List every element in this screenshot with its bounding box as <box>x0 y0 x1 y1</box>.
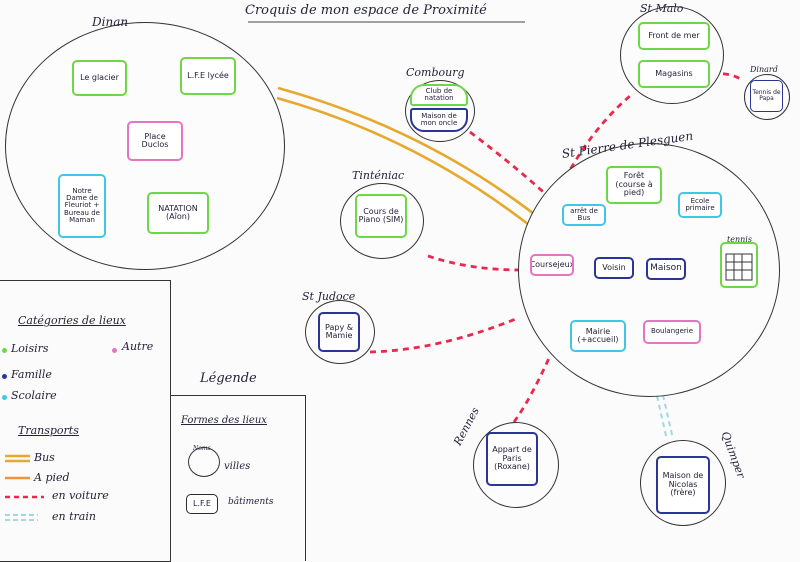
autre-dot <box>112 348 117 353</box>
place-duclos-box[interactable]: Place Duclos <box>127 121 183 161</box>
glacier-box[interactable]: Le glacier <box>72 60 127 96</box>
city-label-st-malo: St Malo <box>640 2 684 15</box>
mairie-box[interactable]: Mairie (+accueil) <box>570 320 626 352</box>
lfe-box[interactable]: L.F.E lycée <box>180 57 236 95</box>
legend-title: Légende <box>200 371 257 386</box>
legend-cat-loisirs: Loisirs <box>11 342 49 355</box>
maison-box[interactable]: Maison <box>646 258 686 280</box>
city-label-tinteniac: Tinténiac <box>352 169 405 182</box>
legend-transport-bus: Bus <box>34 451 55 464</box>
legend-categories-title: Catégories de lieux <box>18 314 126 327</box>
front-de-mer-box[interactable]: Front de mer <box>638 22 710 50</box>
appart-box[interactable]: Appart de Paris (Roxane) <box>486 432 538 486</box>
city-label-st-judoce: St Judoce <box>302 290 356 303</box>
legend-transport-pied: A pied <box>34 471 70 484</box>
city-label-combourg: Combourg <box>406 66 465 79</box>
arret-bus-box[interactable]: arrêt de Bus <box>562 204 606 226</box>
train-link <box>656 394 674 441</box>
legend-cat-famille: Famille <box>11 368 52 381</box>
magasins-box[interactable]: Magasins <box>638 60 710 88</box>
legend-transport-train: en train <box>52 510 96 523</box>
city-circle-st-malo <box>620 6 724 104</box>
piano-box[interactable]: Cours de Piano (SIM) <box>355 194 407 238</box>
legend-forme-symbol-ville: Noms <box>193 445 211 452</box>
bus-route-line <box>276 96 539 234</box>
legend-forme-batiments: bâtiments <box>228 497 274 507</box>
club-natation-box[interactable]: Club de natation <box>410 84 468 106</box>
maison-oncle-box[interactable]: Maison de mon oncle <box>410 108 468 132</box>
loisirs-dot <box>2 348 7 353</box>
maison-nicolas-box[interactable]: Maison de Nicolas (frère) <box>656 456 710 514</box>
court-grid-icon <box>725 253 753 281</box>
papy-mamie-box[interactable]: Papy & Mamie <box>318 312 360 352</box>
legend-transports-title: Transports <box>18 424 79 437</box>
city-label-dinard: Dinard <box>750 65 778 74</box>
foret-box[interactable]: Forêt (course à pied) <box>606 166 662 204</box>
legend-building-box: L.F.E <box>186 494 218 514</box>
city-label-dinan: Dinan <box>92 15 129 29</box>
voisin-box[interactable]: Voisin <box>594 257 634 279</box>
boulangerie-box[interactable]: Boulangerie <box>643 320 701 344</box>
notre-dame-box[interactable]: Notre Dame de Fleuriot + Bureau de Maman <box>58 174 106 238</box>
famille-dot <box>2 374 7 379</box>
legend-shapes-frame <box>170 395 306 561</box>
legend-forme-villes-label: villes <box>224 461 251 472</box>
ecole-box[interactable]: Ecole primaire <box>678 192 722 218</box>
scolaire-dot <box>2 395 7 400</box>
map-title: Croquis de mon espace de Proximité <box>245 3 487 18</box>
legend-formes-title: Formes des lieux <box>181 415 267 426</box>
legend-city-circle <box>188 447 220 477</box>
legend-transport-voiture: en voiture <box>52 489 109 502</box>
natation-box[interactable]: NATATION (Aîon) <box>147 192 209 234</box>
tennis-box[interactable] <box>720 242 758 288</box>
legend-cat-autre: Autre <box>122 340 154 353</box>
legend-line-samples <box>5 454 44 521</box>
tennis-papa-box[interactable]: Tennis de Papa <box>750 80 783 112</box>
coursejeux-box[interactable]: Coursejeux <box>530 254 574 276</box>
tennis-label: tennis <box>727 235 752 244</box>
legend-cat-scolaire: Scolaire <box>11 389 57 402</box>
bus-route-line <box>277 86 549 227</box>
